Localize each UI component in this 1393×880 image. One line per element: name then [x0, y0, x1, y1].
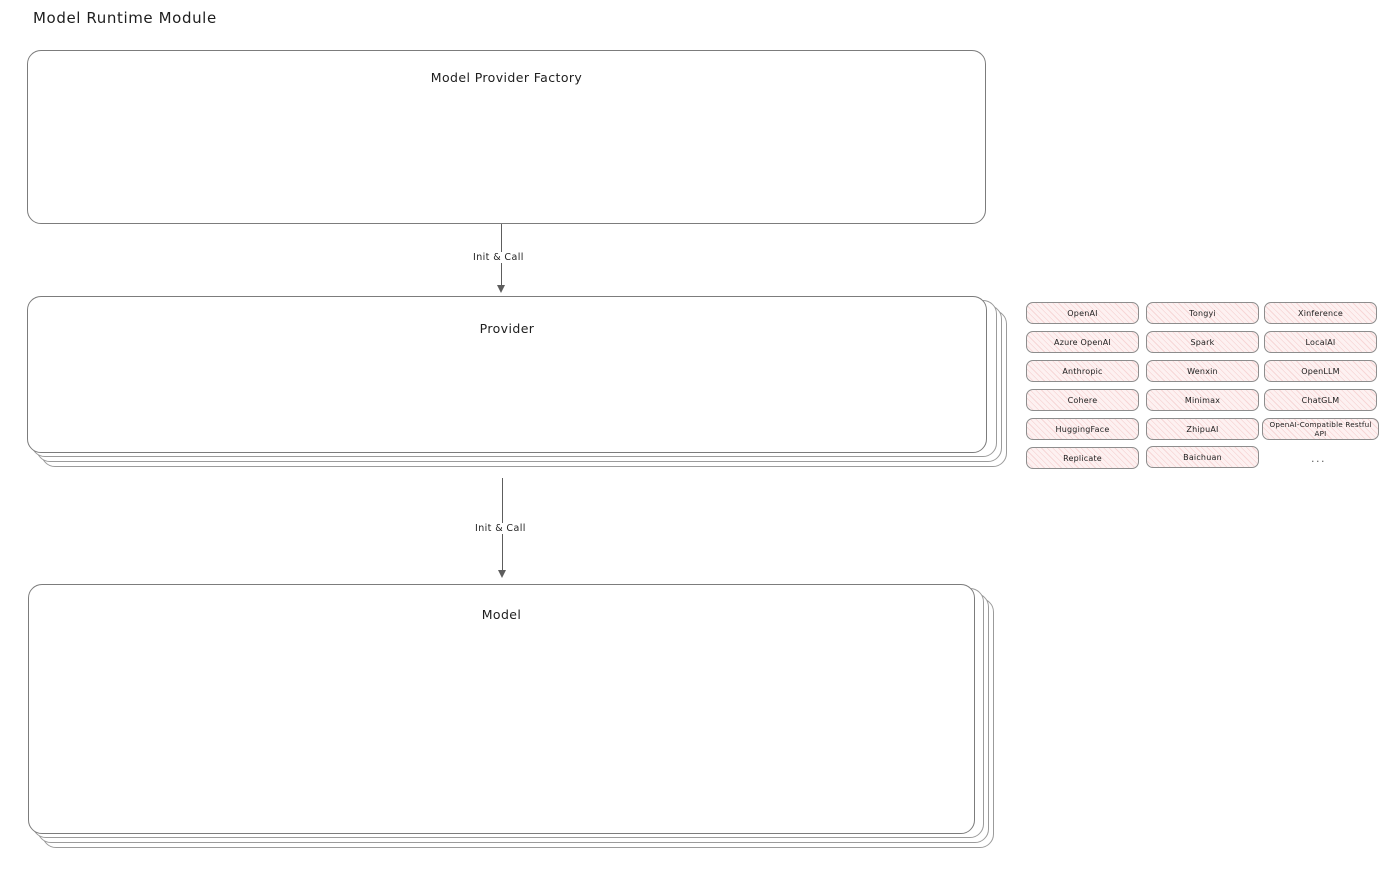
pill-label: Tongyi [1189, 308, 1216, 318]
provider-pill-replicate[interactable]: Replicate [1026, 447, 1139, 469]
pill-label: Xinference [1298, 308, 1343, 318]
pill-label: Cohere [1067, 395, 1098, 405]
pill-label: Azure OpenAI [1054, 337, 1111, 347]
arrow-factory-to-provider-head [497, 285, 505, 293]
provider-pill-zhipuai[interactable]: ZhipuAI [1146, 418, 1259, 440]
provider-title: Provider [479, 321, 535, 336]
model-container: Model [28, 584, 975, 834]
model-title: Model [481, 607, 522, 622]
provider-pill-localai[interactable]: LocalAI [1264, 331, 1377, 353]
pill-label: OpenAI-Compatible Restful API [1269, 420, 1372, 438]
pill-label: OpenLLM [1301, 366, 1340, 376]
provider-pill-tongyi[interactable]: Tongyi [1146, 302, 1259, 324]
provider-pill-cohere[interactable]: Cohere [1026, 389, 1139, 411]
provider-pill-azure-openai[interactable]: Azure OpenAI [1026, 331, 1139, 353]
arrow-label-init-call-2: Init & Call [472, 523, 529, 534]
provider-pill-spark[interactable]: Spark [1146, 331, 1259, 353]
pill-label: ChatGLM [1301, 395, 1340, 405]
pill-label: Wenxin [1187, 366, 1218, 376]
pill-label: Minimax [1184, 395, 1221, 405]
provider-pill-minimax[interactable]: Minimax [1146, 389, 1259, 411]
provider-pill-wenxin[interactable]: Wenxin [1146, 360, 1259, 382]
pill-label: ZhipuAI [1186, 424, 1219, 434]
provider-container: Provider [27, 296, 987, 453]
pill-label: Baichuan [1183, 452, 1222, 462]
model-provider-factory-container: Model Provider Factory [27, 50, 986, 224]
provider-pill-huggingface[interactable]: HuggingFace [1026, 418, 1139, 440]
provider-list-more-indicator: ... [1311, 452, 1326, 465]
arrow-provider-to-model-head [498, 570, 506, 578]
pill-label: Anthropic [1062, 366, 1103, 376]
arrow-label-init-call-1: Init & Call [470, 252, 527, 263]
pill-label: HuggingFace [1055, 424, 1110, 434]
provider-pill-chatglm[interactable]: ChatGLM [1264, 389, 1377, 411]
provider-pill-anthropic[interactable]: Anthropic [1026, 360, 1139, 382]
provider-pill-xinference[interactable]: Xinference [1264, 302, 1377, 324]
pill-label: OpenAI [1067, 308, 1098, 318]
page-title: Model Runtime Module [33, 9, 217, 27]
pill-label: LocalAI [1305, 337, 1336, 347]
provider-pill-baichuan[interactable]: Baichuan [1146, 446, 1259, 468]
pill-label: Spark [1190, 337, 1215, 347]
provider-pill-openllm[interactable]: OpenLLM [1264, 360, 1377, 382]
model-provider-factory-title: Model Provider Factory [430, 70, 583, 85]
provider-pill-openai[interactable]: OpenAI [1026, 302, 1139, 324]
provider-pill-openai-compatible-restful-api[interactable]: OpenAI-Compatible Restful API [1262, 418, 1379, 440]
pill-label: Replicate [1063, 453, 1102, 463]
